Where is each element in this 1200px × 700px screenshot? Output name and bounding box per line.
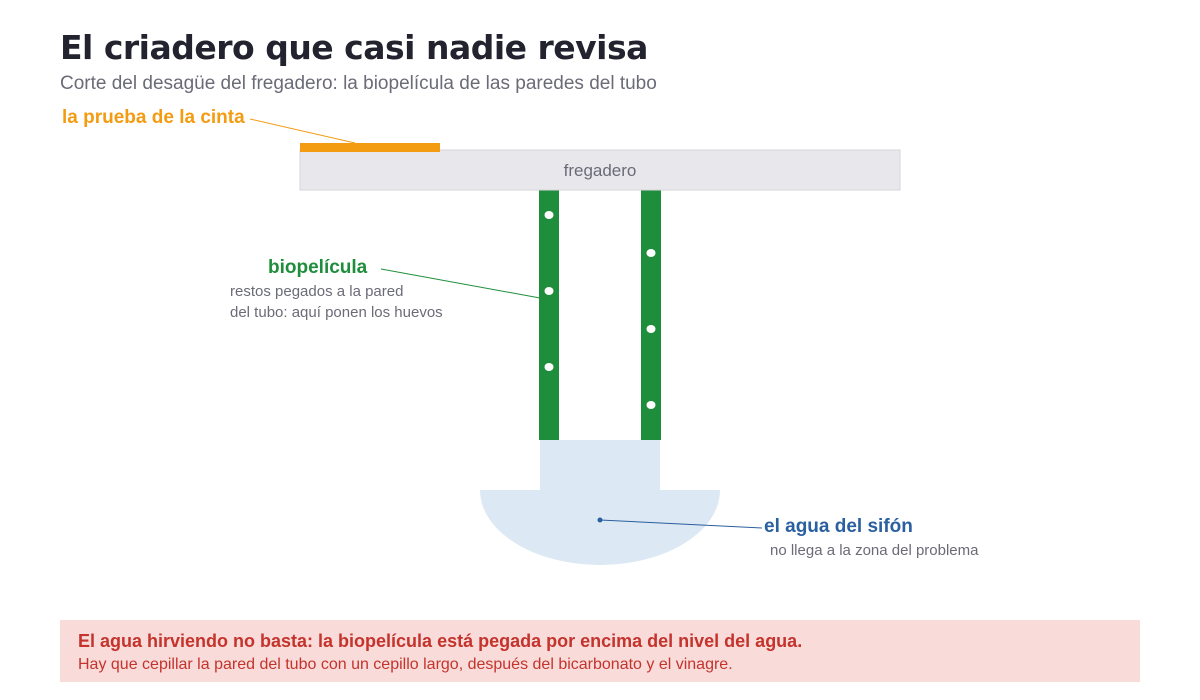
biofilm-description-line: del tubo: aquí ponen los huevos [230, 304, 443, 321]
trap-water-label: el agua del sifón [764, 516, 913, 537]
page-subtitle: Corte del desagüe del fregadero: la biop… [60, 73, 657, 94]
egg-dot [646, 325, 656, 333]
warning-headline: El agua hirviendo no basta: la biopelícu… [78, 631, 803, 651]
biofilm-wall-right [641, 190, 661, 440]
warning-body: Hay que cepillar la pared del tubo con u… [78, 656, 733, 673]
sink-slab [299, 149, 901, 191]
biofilm-label: biopelícula [268, 257, 368, 278]
pipe-water [540, 440, 660, 492]
tape-label: la prueba de la cinta [62, 107, 245, 128]
biofilm-wall-left [539, 190, 559, 440]
tape-leader-line [249, 118, 356, 144]
egg-dot [646, 401, 656, 409]
biofilm-description-line: restos pegados a la pared [230, 283, 404, 300]
page-title: El criadero que casi nadie revisa [60, 28, 648, 67]
egg-dot [544, 211, 554, 219]
warning-banner: El agua hirviendo no basta: la biopelícu… [60, 620, 1140, 682]
trap-water-description: no llega a la zona del problema [770, 542, 979, 559]
water-leader-line [599, 519, 763, 529]
sink-label: fregadero [564, 161, 637, 180]
egg-dot [544, 363, 554, 371]
trap-water-bowl [480, 490, 720, 565]
biofilm-description: restos pegados a la pared del tubo: aquí… [230, 281, 443, 323]
egg-dot [646, 249, 656, 257]
biofilm-leader-line [380, 268, 541, 299]
egg-dot [544, 287, 554, 295]
water-leader-dot [597, 517, 603, 523]
tape-strip [300, 143, 440, 152]
